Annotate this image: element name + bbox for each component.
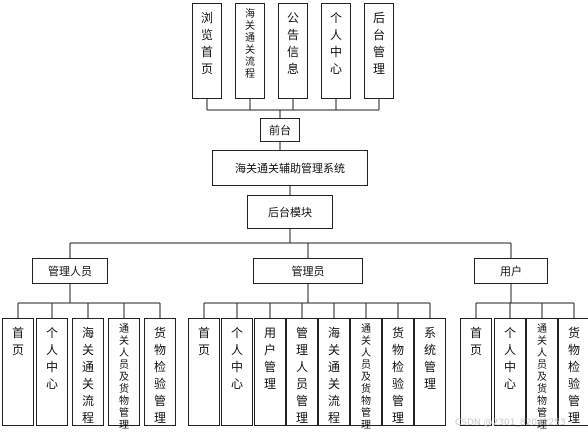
role-1-module-6: 货物检验管理 [382,318,414,426]
backend-box: 后台模块 [247,195,333,229]
role-1-module-0: 首页 [188,318,220,426]
role-administrator-box: 管理员 [253,258,363,284]
role-2-module-0: 首页 [460,318,492,426]
frontend-module-0: 浏览首页 [192,3,222,99]
watermark-text: CSDN @2301_82042253 [455,418,566,428]
role-admin-staff-box: 管理人员 [32,258,108,284]
frontend-module-4: 后台管理 [364,3,394,99]
role-0-module-1: 个人中心 [36,318,68,426]
role-1-module-2: 用户管理 [254,318,286,426]
role-2-module-1: 个人中心 [494,318,526,426]
role-0-module-0: 首页 [2,318,34,426]
frontend-module-2: 公告信息 [278,3,308,99]
frontend-module-3: 个人中心 [321,3,351,99]
role-1-module-1: 个人中心 [221,318,253,426]
frontend-box: 前台 [260,118,300,142]
role-1-module-7: 系统管理 [414,318,446,426]
role-2-module-2: 通关人员及货物管理 [526,318,558,431]
role-0-module-3: 通关人员及货物管理 [108,318,140,431]
role-0-module-2: 海关通关流程 [72,318,104,426]
role-1-module-3: 管理人员管理 [286,318,318,426]
frontend-module-1: 海关通关流程 [235,3,265,99]
role-1-module-5: 通关人员及货物管理 [350,318,382,431]
system-box: 海关通关辅助管理系统 [212,150,368,186]
role-user-box: 用户 [474,258,548,284]
role-1-module-4: 海关通关流程 [318,318,350,426]
role-2-module-3: 货物检验管理 [558,318,588,426]
role-0-module-4: 货物检验管理 [144,318,176,426]
